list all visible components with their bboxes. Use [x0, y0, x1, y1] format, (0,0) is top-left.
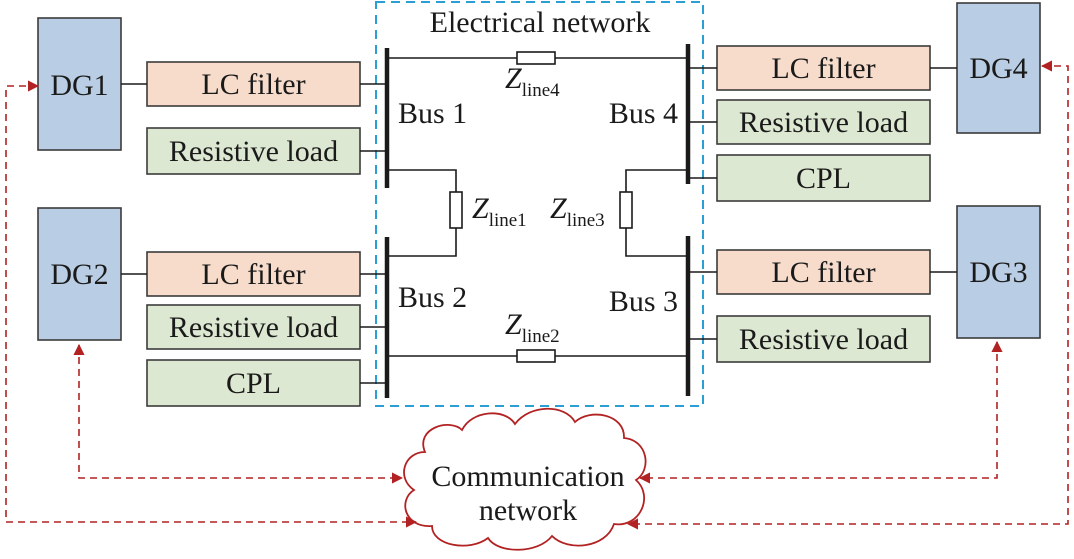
lc-filter-1[interactable]: LC filter [146, 61, 361, 107]
communication-network-label-line2: network [479, 494, 577, 527]
resistive-load-4-label: Resistive load [739, 106, 908, 139]
lc-filter-4-label: LC filter [771, 52, 875, 85]
resistive-load-2-label: Resistive load [169, 311, 338, 344]
line1-impedance[interactable] [449, 191, 463, 229]
line4-impedance[interactable] [516, 51, 556, 65]
resistive-load-1[interactable]: Resistive load [146, 127, 361, 175]
network-title-backdrop [410, 6, 668, 42]
resistive-load-3[interactable]: Resistive load [716, 315, 931, 363]
lc-filter-4[interactable]: LC filter [716, 45, 931, 91]
dg4-block[interactable]: DG4 [956, 2, 1041, 134]
line3-wire-bottom [625, 228, 688, 257]
dg1-block[interactable]: DG1 [37, 17, 122, 151]
lc-filter-3[interactable]: LC filter [716, 249, 931, 295]
line3-impedance[interactable] [619, 191, 633, 229]
cpl-2[interactable]: CPL [146, 359, 361, 407]
line1-label: Zline1 [472, 192, 527, 231]
resistive-load-4[interactable]: Resistive load [716, 99, 931, 145]
resistive-load-3-label: Resistive load [739, 323, 908, 356]
bus-1-label: Bus 1 [398, 97, 467, 130]
dg1-label: DG1 [50, 69, 108, 102]
comm-link-dg4[interactable] [626, 60, 1069, 530]
communication-network-label-line1: Communication [431, 460, 624, 493]
line2-label: Zline2 [505, 308, 560, 347]
line2-impedance[interactable] [516, 349, 556, 363]
electrical-network-title: Electrical network [430, 6, 651, 39]
cpl-4-label: CPL [796, 162, 851, 195]
line4-label: Zline4 [505, 62, 560, 101]
bus-3-label: Bus 3 [609, 285, 678, 318]
dg2-block[interactable]: DG2 [37, 207, 122, 341]
lc-filter-3-label: LC filter [771, 256, 875, 289]
resistive-load-2[interactable]: Resistive load [146, 304, 361, 350]
dg2-label: DG2 [50, 258, 108, 291]
line3-wire-top [625, 169, 688, 192]
resistive-load-1-label: Resistive load [169, 135, 338, 168]
dg3-label: DG3 [969, 256, 1027, 289]
dg3-block[interactable]: DG3 [956, 205, 1041, 339]
bus-4-label: Bus 4 [609, 97, 678, 130]
cpl-2-label: CPL [226, 367, 281, 400]
lc-filter-2[interactable]: LC filter [146, 251, 361, 297]
cpl-4[interactable]: CPL [716, 154, 931, 202]
bus-2-label: Bus 2 [398, 281, 467, 314]
line3-label: Zline3 [550, 192, 605, 231]
comm-link-dg1[interactable] [5, 80, 418, 528]
lc-filter-1-label: LC filter [201, 68, 305, 101]
line1-wire-bottom [387, 228, 457, 257]
lc-filter-2-label: LC filter [201, 258, 305, 291]
dg4-label: DG4 [969, 52, 1027, 85]
line1-wire-top [387, 169, 457, 192]
